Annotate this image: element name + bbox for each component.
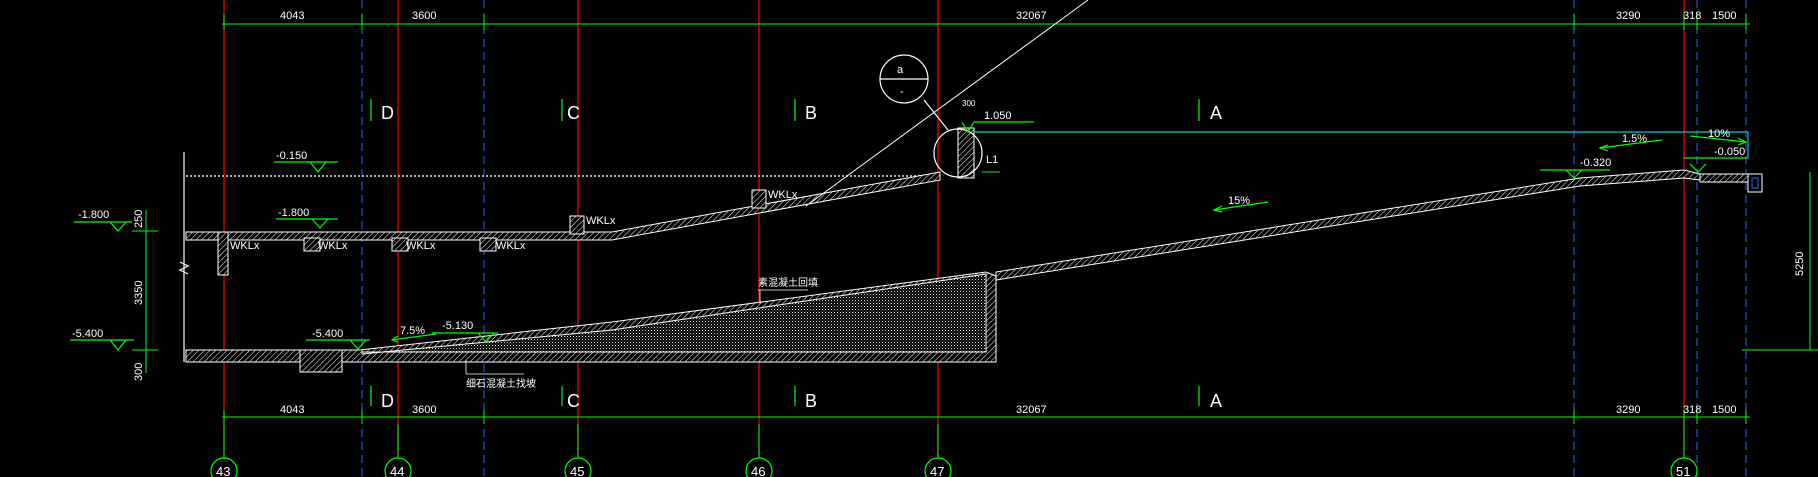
dim-bottom-4043: 4043 <box>280 404 304 416</box>
grid-label-47: 47 <box>930 464 944 477</box>
dim-left-3350: 3350 <box>133 281 145 305</box>
section-markers-bottom <box>370 386 1200 406</box>
beam-label-6: WKLx <box>768 189 798 201</box>
beam-label-2: WKLx <box>318 240 348 252</box>
grid-label-45: 45 <box>570 464 584 477</box>
slope-10: 10% <box>1708 128 1730 140</box>
dim-top-4043: 4043 <box>280 10 304 22</box>
dim-top-3290: 3290 <box>1616 10 1640 22</box>
slope-15: 15% <box>1228 195 1250 207</box>
dim-top-32067: 32067 <box>1016 10 1047 22</box>
dim-top-3600: 3600 <box>412 10 436 22</box>
section-label-top-a: A <box>1210 103 1222 123</box>
dim-bottom-318: 318 <box>1683 404 1701 416</box>
grid-label-51: 51 <box>1676 464 1690 477</box>
beam-labels: WKLx WKLx WKLx WKLx WKLx WKLx <box>230 189 798 252</box>
grid-label-44: 44 <box>390 464 404 477</box>
grid-label-43: 43 <box>216 464 230 477</box>
dim-bottom-3290: 3290 <box>1616 404 1640 416</box>
main-ramp <box>995 169 1763 281</box>
elev-neg-5400-left: -5.400 <box>72 328 103 340</box>
notes: L1 300 素混凝土回填 细石混凝土找坡 <box>465 99 1000 390</box>
slope-1-5: 1.5% <box>1622 133 1647 145</box>
section-label-bottom-a: A <box>1210 391 1222 411</box>
elev-neg-5130: -5.130 <box>442 320 473 332</box>
dim-left-250: 250 <box>133 210 145 228</box>
elevation-symbols <box>70 121 1748 351</box>
detail-bottom-text: - <box>900 86 904 98</box>
beam-label-3: WKLx <box>406 240 436 252</box>
top-dimension-texts: 4043 3600 32067 3290 318 1500 <box>280 10 1736 22</box>
dim-bottom-32067: 32067 <box>1016 404 1047 416</box>
dim-left-300: 300 <box>133 363 145 381</box>
beam-1 <box>217 231 229 276</box>
dim-right-5250: 5250 <box>1794 252 1806 276</box>
lower-ramp <box>185 271 997 373</box>
section-label-bottom-d: D <box>381 391 394 411</box>
elev-neg-1800: -1.800 <box>278 207 309 219</box>
axis-bubbles <box>210 457 1698 477</box>
dim-top-1500: 1500 <box>1712 10 1736 22</box>
elev-neg-5400: -5.400 <box>312 328 343 340</box>
slope-7-5: 7.5% <box>400 325 425 337</box>
section-label-bottom-b: B <box>805 391 817 411</box>
elev-neg-0150: -0.150 <box>276 150 307 162</box>
detail-callout <box>879 54 983 178</box>
dim-top-318: 318 <box>1683 10 1701 22</box>
section-label-top-c: C <box>567 103 580 123</box>
bottom-dimension-texts: 4043 3600 32067 3290 318 1500 <box>280 404 1736 416</box>
dim-detail-300: 300 <box>962 99 976 108</box>
beam-label-4: WKLx <box>496 240 526 252</box>
grid-lines <box>223 0 1747 477</box>
upper-slab <box>185 127 975 276</box>
dim-bottom-1500: 1500 <box>1712 404 1736 416</box>
left-wall <box>178 152 190 362</box>
dim-bottom-3600: 3600 <box>412 404 436 416</box>
section-label-top-b: B <box>805 103 817 123</box>
elev-neg-0320: -0.320 <box>1580 157 1611 169</box>
dimension-lines <box>132 14 1818 462</box>
leader-line <box>805 0 1089 207</box>
section-label-bottom-c: C <box>567 391 580 411</box>
section-markers-top <box>370 99 1200 121</box>
vertical-dimension-texts: 250 3350 300 5250 <box>133 210 1806 381</box>
section-label-top-d: D <box>381 103 394 123</box>
beam-label-1: WKLx <box>230 240 260 252</box>
grid-label-46: 46 <box>751 464 765 477</box>
cyan-roof <box>972 131 1749 158</box>
slope-arrows <box>390 135 1748 343</box>
bottom-note: 细石混凝土找坡 <box>466 377 536 390</box>
fill-note: 素混凝土回填 <box>758 276 818 289</box>
elev-pos-1050: 1.050 <box>984 110 1012 122</box>
beam-label-5: WKLx <box>586 215 616 227</box>
elev-neg-0050: -0.050 <box>1714 146 1745 158</box>
detail-top-text: a <box>897 64 904 76</box>
label-l1: L1 <box>986 154 998 166</box>
elev-neg-1800-left: -1.800 <box>78 209 109 221</box>
